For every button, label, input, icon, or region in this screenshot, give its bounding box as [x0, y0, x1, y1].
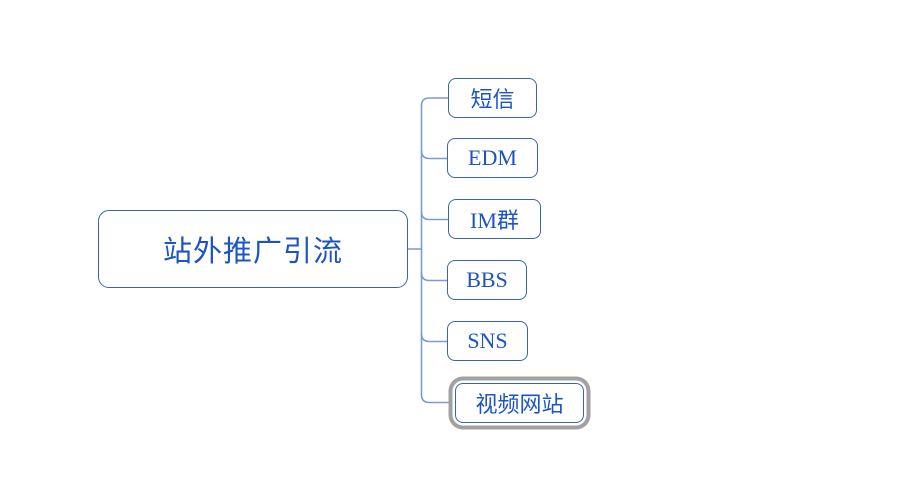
root-node-label: 站外推广引流	[162, 236, 343, 268]
mindmap-root-node[interactable]: 站外推广引流	[98, 210, 408, 288]
node-label: BBS	[466, 267, 508, 292]
node-label: SNS	[467, 328, 508, 353]
mindmap-node-bbs[interactable]: BBS	[447, 260, 527, 300]
node-label: IM群	[470, 208, 519, 233]
node-label: 短信	[470, 87, 515, 112]
connector-branch-4	[420, 333, 449, 343]
mindmap-node-sms[interactable]: 短信	[448, 78, 537, 118]
connector-branch-2	[420, 211, 449, 221]
connector-branch-0	[420, 97, 449, 107]
connector-branch-1	[420, 150, 449, 160]
mindmap-node-sns[interactable]: SNS	[447, 321, 528, 361]
node-label: 视频网站	[475, 392, 564, 417]
mindmap-node-edm[interactable]: EDM	[447, 138, 538, 178]
connector-branch-3	[420, 272, 449, 282]
node-label: EDM	[468, 145, 517, 170]
mindmap-node-im-group[interactable]: IM群	[448, 199, 541, 239]
connector-branch-5	[420, 394, 450, 404]
mindmap-node-video-sites-selected[interactable]: 视频网站	[455, 383, 584, 423]
